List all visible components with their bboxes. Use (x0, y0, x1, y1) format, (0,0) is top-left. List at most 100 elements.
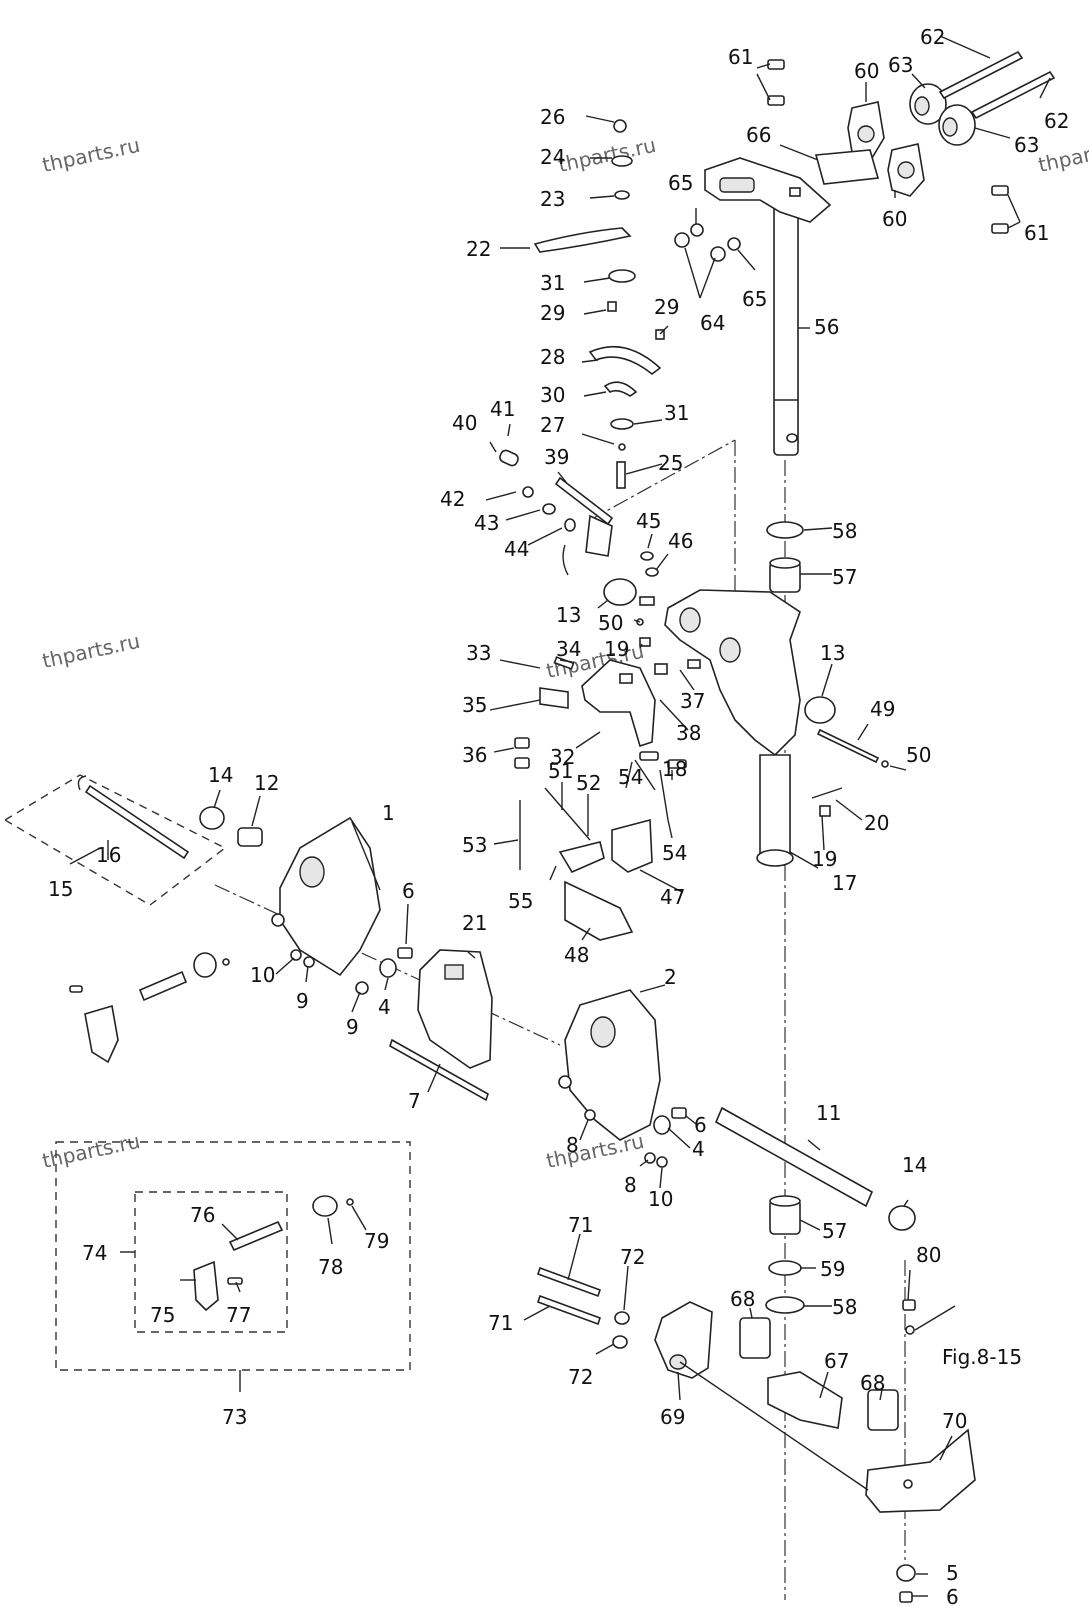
callout-label: 21 (462, 911, 487, 935)
rubber-68-b (867, 1389, 899, 1431)
callout-label: 33 (466, 641, 491, 665)
callout-label: 18 (662, 757, 687, 781)
callout-label: 69 (660, 1405, 685, 1429)
callout-label: 73 (222, 1405, 247, 1429)
pin-49 (816, 728, 889, 768)
cap-14-right (888, 1205, 916, 1231)
callout-label: 5 (946, 1561, 959, 1585)
callout-label: 22 (466, 237, 491, 261)
callout-label: 72 (568, 1365, 593, 1389)
callout-label: 57 (822, 1219, 847, 1243)
callout-label: 46 (668, 529, 693, 553)
group-74-parts (193, 1195, 354, 1312)
washers-72 (612, 1311, 630, 1349)
callout-label: 30 (540, 383, 565, 407)
callout-label: 61 (1024, 221, 1049, 245)
callout-label: 27 (540, 413, 565, 437)
friction-stack (533, 119, 665, 489)
callout-label: 68 (860, 1371, 885, 1395)
clip-20-19 (811, 787, 843, 817)
callout-label: 56 (814, 315, 839, 339)
callout-label: 76 (190, 1203, 215, 1227)
callout-label: 10 (250, 963, 275, 987)
callout-label: 12 (254, 771, 279, 795)
callout-label: 2 (664, 965, 677, 989)
callout-label: 19 (812, 847, 837, 871)
watermark: thparts.ru (40, 133, 142, 177)
callout-label: 8 (566, 1133, 579, 1157)
callout-label: 14 (208, 763, 233, 787)
callout-label: 66 (746, 123, 771, 147)
callout-label: 14 (902, 1153, 927, 1177)
steering-shaft (773, 199, 799, 456)
callout-label: 45 (636, 509, 661, 533)
bushing-57-59-58-lower (765, 1195, 805, 1314)
group-box-73 (55, 1141, 411, 1371)
plate-66 (814, 149, 880, 185)
bushing-58-57-top (766, 521, 804, 593)
callout-label: 7 (408, 1089, 421, 1113)
callout-label: 31 (664, 401, 689, 425)
thrust-rod-parts (69, 952, 230, 1064)
group-box-74 (134, 1191, 288, 1333)
callout-label: 34 (556, 637, 581, 661)
callout-label: 61 (728, 45, 753, 69)
bolt-62a (938, 50, 1024, 100)
callout-label: 72 (620, 1245, 645, 1269)
callout-label: 52 (576, 771, 601, 795)
tilt-lock-parts (603, 551, 659, 626)
callout-label: 9 (296, 989, 309, 1013)
callout-label: 53 (462, 833, 487, 857)
callout-label: 39 (544, 445, 569, 469)
callout-label: 63 (888, 53, 913, 77)
callout-label: 43 (474, 511, 499, 535)
callout-label: 6 (946, 1585, 959, 1606)
callout-label: 40 (452, 411, 477, 435)
bottom-hardware (896, 1564, 916, 1603)
callout-label: 26 (540, 105, 565, 129)
callout-label: 37 (680, 689, 705, 713)
callout-label: 19 (604, 637, 629, 661)
callout-label: 24 (540, 145, 565, 169)
bolt-62b (970, 70, 1056, 120)
callout-label: 44 (504, 537, 529, 561)
callout-label: 63 (1014, 133, 1039, 157)
leader-lines (69, 35, 1051, 1597)
callout-label: 65 (742, 287, 767, 311)
tilt-tube-11 (714, 1106, 874, 1208)
callout-label: 15 (48, 877, 73, 901)
callout-label: 1 (382, 801, 395, 825)
callout-label: 65 (668, 171, 693, 195)
callout-label: 78 (318, 1255, 343, 1279)
callout-label: 54 (618, 765, 643, 789)
callout-label: 60 (854, 59, 879, 83)
callout-label: 68 (730, 1287, 755, 1311)
callout-label: 54 (662, 841, 687, 865)
clamp-pad-21 (417, 949, 493, 1069)
callout-label: 29 (654, 295, 679, 319)
mount-bushing-60b (887, 143, 925, 197)
callout-label: 48 (564, 943, 589, 967)
bolt-7 (389, 1038, 489, 1102)
callout-label: 62 (1044, 109, 1069, 133)
callout-label: 9 (346, 1015, 359, 1039)
cap-14-left-12 (199, 806, 263, 847)
callout-label: 64 (700, 311, 725, 335)
callout-label: 4 (378, 995, 391, 1019)
callout-label: 55 (508, 889, 533, 913)
swivel-bracket (664, 589, 801, 867)
callout-label: 50 (598, 611, 623, 635)
bolts-61 (767, 59, 1009, 234)
bushing-13-right (804, 696, 836, 724)
lever-assembly-39 (499, 449, 614, 576)
callout-label: 59 (820, 1257, 845, 1281)
callout-label: 42 (440, 487, 465, 511)
stern-bracket-1 (271, 816, 381, 977)
mount-63b (938, 104, 976, 146)
callout-label: 6 (402, 879, 415, 903)
callout-label: 13 (820, 641, 845, 665)
callout-label: 17 (832, 871, 857, 895)
watermark: thparts.ru (1036, 133, 1089, 177)
